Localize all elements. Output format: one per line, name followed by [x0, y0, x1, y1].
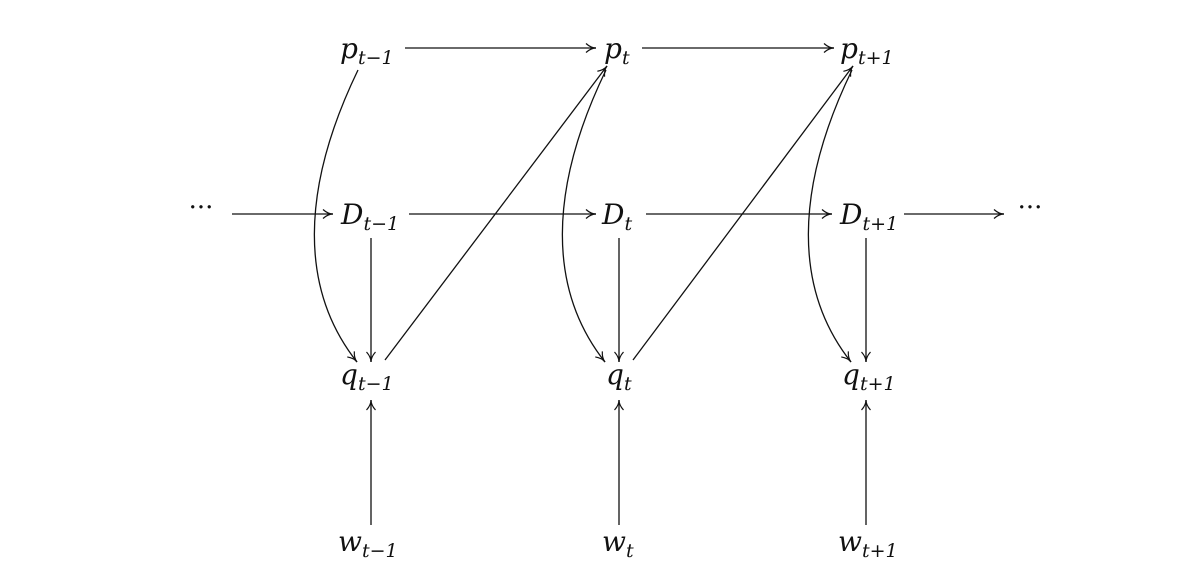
- node-base: D: [340, 198, 363, 231]
- node-p-tm1: pt−1: [340, 32, 394, 69]
- node-base: D: [839, 198, 862, 231]
- node-subscript: t+1: [862, 213, 898, 235]
- node-subscript: t+1: [860, 373, 896, 395]
- node-base: D: [601, 198, 624, 231]
- node-base: w: [838, 525, 862, 558]
- node-subscript: t+1: [858, 47, 894, 69]
- edge-p-t-to-q-t: [561, 69, 607, 363]
- node-d-tp1: Dt+1: [839, 198, 898, 235]
- node-base: q: [842, 358, 860, 391]
- node-subscript: t−1: [363, 213, 399, 235]
- node-base: p: [340, 32, 358, 65]
- node-q-t: qt: [606, 358, 632, 395]
- node-subscript: t−1: [358, 373, 394, 395]
- node-base: w: [602, 525, 626, 558]
- node-q-tm1: qt−1: [340, 358, 394, 395]
- node-subscript: t: [622, 47, 630, 69]
- node-base: p: [604, 32, 622, 65]
- node-base: q: [340, 358, 358, 391]
- edge-q-t-to-p-tp1: [632, 65, 854, 361]
- node-p-t: pt: [604, 32, 630, 69]
- node-subscript: t−1: [362, 540, 398, 562]
- edges: [232, 43, 1005, 525]
- node-d-tm1: Dt−1: [340, 198, 399, 235]
- edge-q-tm1-to-p-t: [384, 65, 608, 361]
- node-q-tp1: qt+1: [842, 358, 896, 395]
- node-subscript: t: [624, 213, 632, 235]
- ellipsis-left: ···: [189, 193, 214, 223]
- node-base: q: [606, 358, 624, 391]
- edge-p-tp1-to-q-tp1: [807, 69, 853, 363]
- node-subscript: t−1: [358, 47, 394, 69]
- node-subscript: t+1: [862, 540, 898, 562]
- node-subscript: t: [626, 540, 634, 562]
- node-p-tp1: pt+1: [840, 32, 894, 69]
- node-w-t: wt: [602, 525, 634, 562]
- ellipsis-right: ···: [1018, 193, 1043, 223]
- node-w-tp1: wt+1: [838, 525, 898, 562]
- node-base: w: [338, 525, 362, 558]
- node-subscript: t: [624, 373, 632, 395]
- edge-p-tm1-to-q-tm1: [313, 69, 359, 363]
- node-w-tm1: wt−1: [338, 525, 398, 562]
- node-d-t: Dt: [601, 198, 632, 235]
- node-base: p: [840, 32, 858, 65]
